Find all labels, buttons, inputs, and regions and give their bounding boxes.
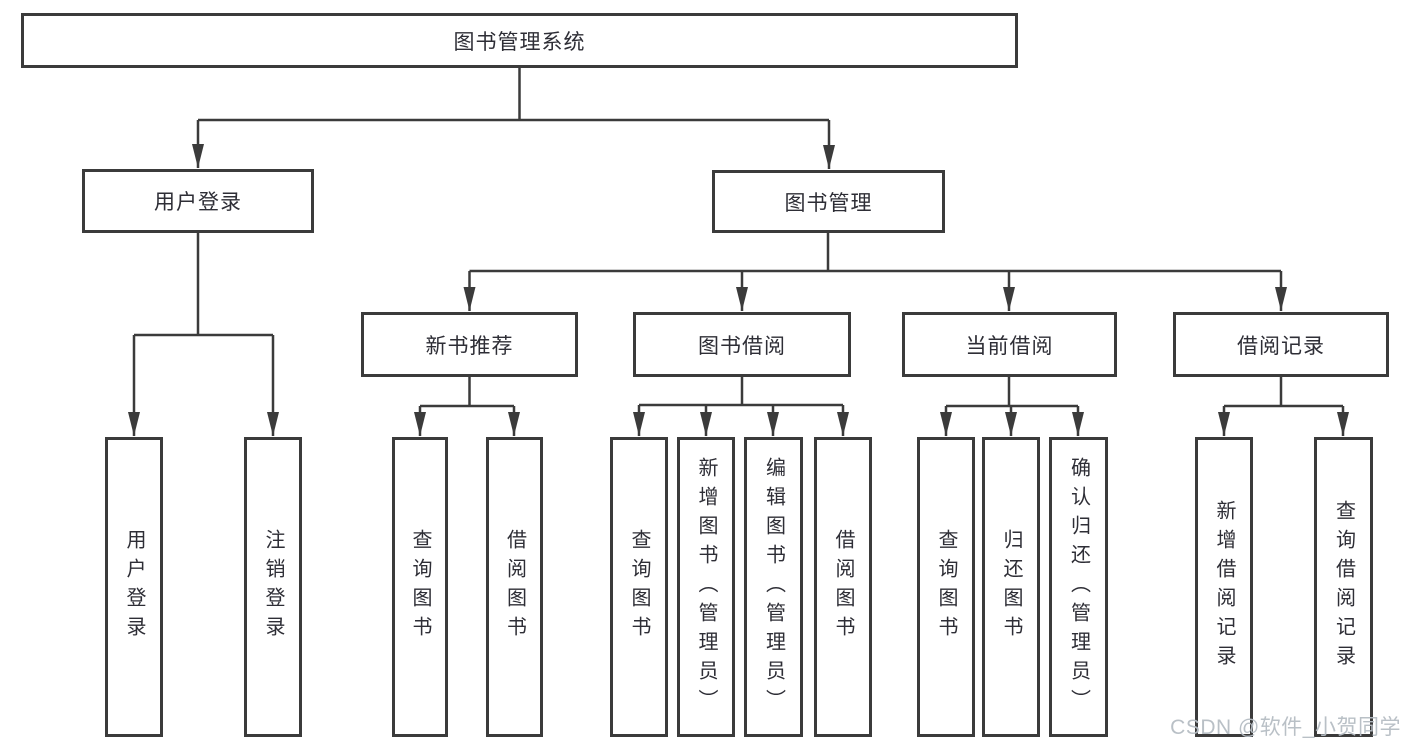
leaf-logout: 注销登录 xyxy=(244,437,302,737)
leaf-borrow-books-1-label: 借阅图书 xyxy=(503,529,526,645)
leaf-return-book-label: 归还图书 xyxy=(1000,529,1022,645)
leaf-query-books-2-label: 查询图书 xyxy=(628,529,650,645)
leaf-query-borrow-record-label: 查询借阅记录 xyxy=(1332,500,1355,674)
leaf-borrow-books-2-label: 借阅图书 xyxy=(832,529,854,645)
leaf-edit-book-admin: 编辑图书（管理员） xyxy=(744,437,803,737)
node-new-book-recommend: 新书推荐 xyxy=(361,312,578,377)
node-book-management: 图书管理 xyxy=(712,170,945,233)
leaf-user-login: 用户登录 xyxy=(105,437,163,737)
csdn-watermark: CSDN @软件_小贺同学 xyxy=(1170,716,1401,739)
leaf-borrow-books-2: 借阅图书 xyxy=(814,437,872,737)
leaf-return-book: 归还图书 xyxy=(982,437,1040,737)
node-current-borrow: 当前借阅 xyxy=(902,312,1117,377)
leaf-add-borrow-record: 新增借阅记录 xyxy=(1195,437,1253,737)
leaf-query-books-3-label: 查询图书 xyxy=(935,529,957,645)
leaf-edit-book-admin-label: 编辑图书（管理员） xyxy=(762,456,785,718)
leaf-confirm-return-admin: 确认归还（管理员） xyxy=(1049,437,1108,737)
leaf-query-books-3: 查询图书 xyxy=(917,437,975,737)
leaf-query-borrow-record: 查询借阅记录 xyxy=(1314,437,1373,737)
leaf-add-borrow-record-label: 新增借阅记录 xyxy=(1213,500,1235,674)
leaf-query-books-1: 查询图书 xyxy=(392,437,448,737)
leaf-add-book-admin: 新增图书（管理员） xyxy=(677,437,735,737)
leaf-borrow-books-1: 借阅图书 xyxy=(486,437,543,737)
leaf-query-books-2: 查询图书 xyxy=(610,437,668,737)
leaf-logout-label: 注销登录 xyxy=(262,529,284,645)
leaf-query-books-1-label: 查询图书 xyxy=(409,529,431,645)
node-user-login: 用户登录 xyxy=(82,169,314,233)
connector-arrows xyxy=(128,120,1349,436)
leaf-user-login-label: 用户登录 xyxy=(123,529,145,645)
node-book-borrow: 图书借阅 xyxy=(633,312,851,377)
connector-trunks xyxy=(134,68,1343,408)
node-borrow-records: 借阅记录 xyxy=(1173,312,1389,377)
node-system-root: 图书管理系统 xyxy=(21,13,1018,68)
leaf-add-book-admin-label: 新增图书（管理员） xyxy=(695,456,717,718)
leaf-confirm-return-admin-label: 确认归还（管理员） xyxy=(1067,456,1090,718)
